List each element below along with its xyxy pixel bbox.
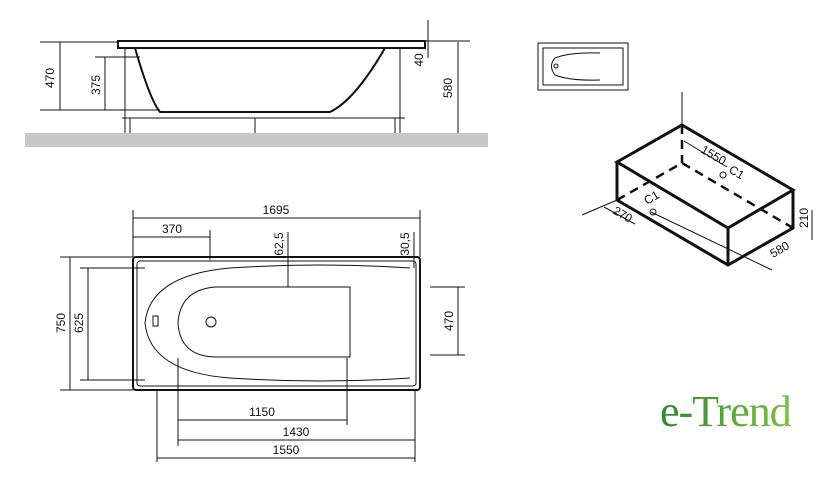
dim-1150: 1150 [249, 405, 275, 419]
top-view: 1695 370 62,5 30,5 750 625 470 1150 1430… [54, 203, 465, 462]
dim-overall: 580 [441, 78, 455, 98]
iso-dim-height: 210 [797, 208, 811, 228]
tub-rim [117, 40, 426, 49]
dim-1550: 1550 [273, 443, 300, 457]
dim-tub-depth: 375 [89, 75, 103, 95]
iso-label-b: C1 [642, 188, 663, 208]
dim-inner-470: 470 [442, 311, 456, 331]
dim-length: 1695 [263, 203, 290, 217]
e-trend-logo: e-Trend [660, 387, 792, 436]
side-view: 470 375 40 580 [25, 20, 488, 147]
iso-label-a: C1 [727, 162, 748, 182]
dim-62-5: 62,5 [272, 232, 286, 256]
iso-dim-length: 1550 [699, 142, 729, 168]
dim-drain-offset: 370 [162, 222, 182, 236]
thumbnail-top-view [537, 42, 629, 91]
dim-1430: 1430 [283, 425, 310, 439]
dim-width: 750 [54, 313, 68, 333]
dim-total-height: 470 [43, 68, 57, 88]
dim-rim: 40 [412, 53, 426, 67]
tub-body [134, 47, 386, 113]
iso-view: 1550 270 210 580 C1 C1 [581, 92, 813, 271]
dim-30-5: 30,5 [398, 232, 412, 256]
floor [25, 133, 488, 147]
dim-inner-width: 625 [72, 313, 86, 333]
